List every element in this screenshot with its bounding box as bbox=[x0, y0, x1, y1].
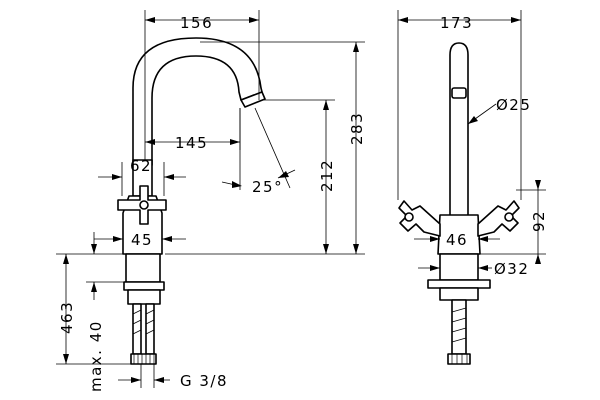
base-rosette-side bbox=[427, 279, 491, 289]
front-view: 156 283 212 145 bbox=[56, 10, 366, 392]
dim-label-212: 212 bbox=[318, 159, 336, 192]
dimension-173: 173 bbox=[397, 10, 522, 200]
dim-label-62: 62 bbox=[130, 157, 152, 175]
dimension-max-40: max. 40 bbox=[86, 232, 124, 392]
dim-label-d32: Ø32 bbox=[494, 260, 529, 278]
supply-shank bbox=[130, 303, 157, 365]
dimension-212: 212 bbox=[262, 99, 336, 254]
dim-label-45: 45 bbox=[131, 231, 153, 249]
cross-handle-right bbox=[477, 200, 520, 237]
dim-label-d25: Ø25 bbox=[496, 96, 531, 114]
dimension-156: 156 bbox=[144, 10, 260, 160]
spout-side bbox=[449, 42, 469, 226]
dimension-62: 62 bbox=[98, 157, 186, 196]
spout bbox=[132, 37, 263, 166]
dimension-g38: G 3/8 bbox=[118, 364, 228, 390]
supply-shank-side bbox=[447, 299, 471, 365]
dim-label-173: 173 bbox=[440, 14, 473, 32]
dimension-45: 45 bbox=[94, 231, 186, 249]
base-rosette bbox=[125, 253, 161, 283]
dimension-283: 283 bbox=[165, 41, 366, 255]
cross-handle-left bbox=[398, 200, 441, 237]
dimension-d25: Ø25 bbox=[467, 96, 531, 125]
dimension-145: 145 bbox=[145, 108, 241, 152]
side-view: 173 Ø25 92 46 bbox=[397, 10, 548, 365]
dim-label-92: 92 bbox=[530, 210, 548, 232]
dimension-46: 46 bbox=[414, 231, 500, 249]
dim-label-max-40: max. 40 bbox=[87, 320, 105, 392]
dim-label-46: 46 bbox=[446, 231, 468, 249]
dimension-92: 92 bbox=[480, 180, 548, 264]
dim-label-156: 156 bbox=[180, 14, 213, 32]
dim-label-g38: G 3/8 bbox=[180, 372, 228, 390]
dim-label-145: 145 bbox=[175, 134, 208, 152]
dim-label-463: 463 bbox=[58, 301, 76, 334]
cross-handle-front bbox=[117, 185, 167, 225]
dimension-463: 463 bbox=[56, 253, 131, 365]
dim-label-25deg: 25° bbox=[252, 178, 283, 196]
dimension-angle-25: 25° bbox=[221, 107, 296, 196]
dimension-d32: Ø32 bbox=[418, 260, 529, 278]
dim-label-283: 283 bbox=[348, 112, 366, 145]
